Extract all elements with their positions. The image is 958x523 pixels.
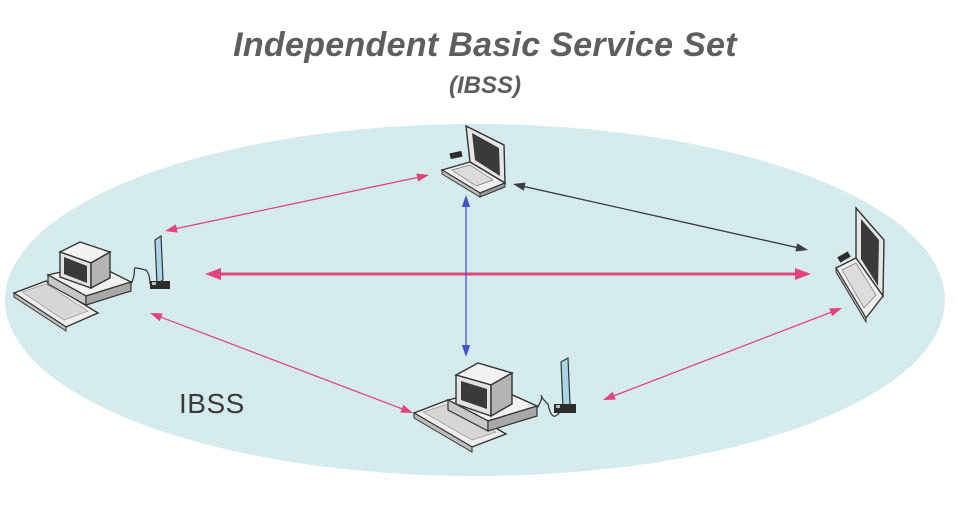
link-arrow-desktop-left-desktop-bottom xyxy=(150,313,413,413)
diagram-title: Independent Basic Service Set xyxy=(233,26,737,64)
diagram-subtitle: (IBSS) xyxy=(449,72,521,99)
desktop-computer-icon xyxy=(12,234,170,332)
laptop-icon xyxy=(440,124,507,198)
links-group xyxy=(150,173,842,413)
link-arrow-desktop-left-laptop-right xyxy=(205,268,811,280)
desktop-computer-icon xyxy=(412,356,576,453)
laptop-icon xyxy=(835,206,885,324)
link-arrow-laptop-top-laptop-right xyxy=(513,182,808,252)
ibss-coverage-ellipse xyxy=(5,124,945,476)
link-arrow-desktop-left-laptop-top xyxy=(165,173,429,233)
link-arrow-desktop-bottom-laptop-right xyxy=(603,308,842,400)
link-arrow-laptop-top-desktop-bottom xyxy=(461,195,471,357)
ibss-region-label: IBSS xyxy=(179,388,245,419)
